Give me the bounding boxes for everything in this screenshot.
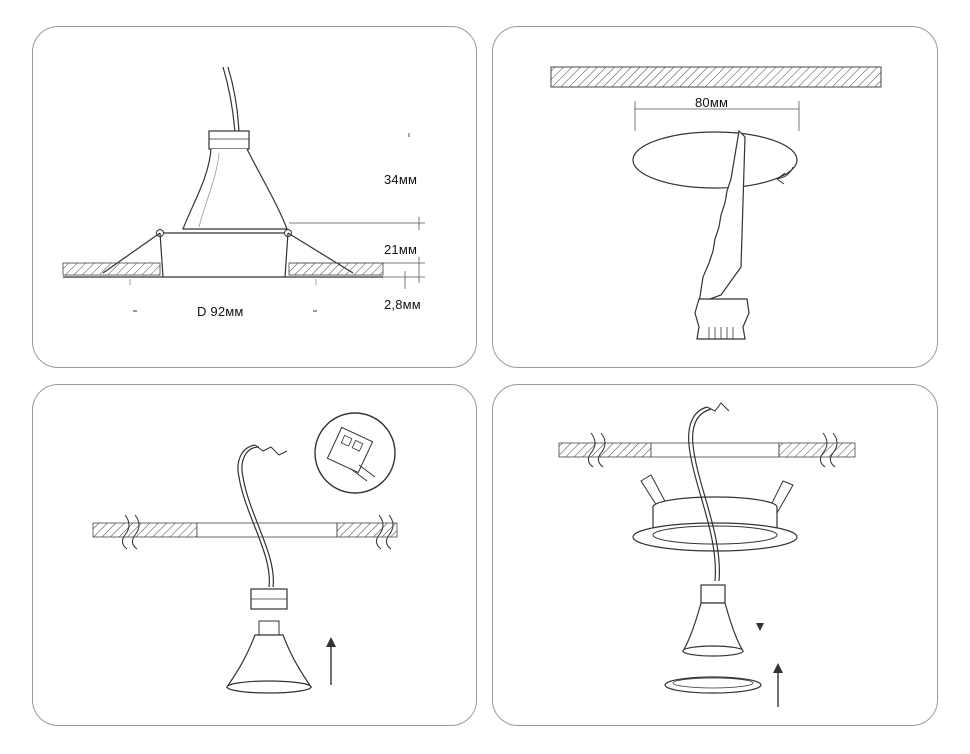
mounting-drawing — [558, 402, 856, 707]
dimension-flange: 2,8мм — [384, 297, 421, 312]
wiring-drawing — [92, 412, 398, 694]
dimension-cutout: 80мм — [695, 95, 729, 110]
dimension-height-body: 21мм — [384, 242, 418, 257]
panel-mounting — [492, 384, 938, 726]
panel-wiring — [32, 384, 477, 726]
cutout-drawing — [550, 66, 882, 340]
panel-dimensions: 34мм 21мм 2,8мм D 92мм — [32, 26, 477, 368]
dimension-diameter: D 92мм — [197, 304, 244, 319]
dimension-height-lamp: 34мм — [384, 172, 418, 187]
dimension-drawing — [62, 66, 425, 312]
panel-cutout: 80мм — [492, 26, 938, 368]
